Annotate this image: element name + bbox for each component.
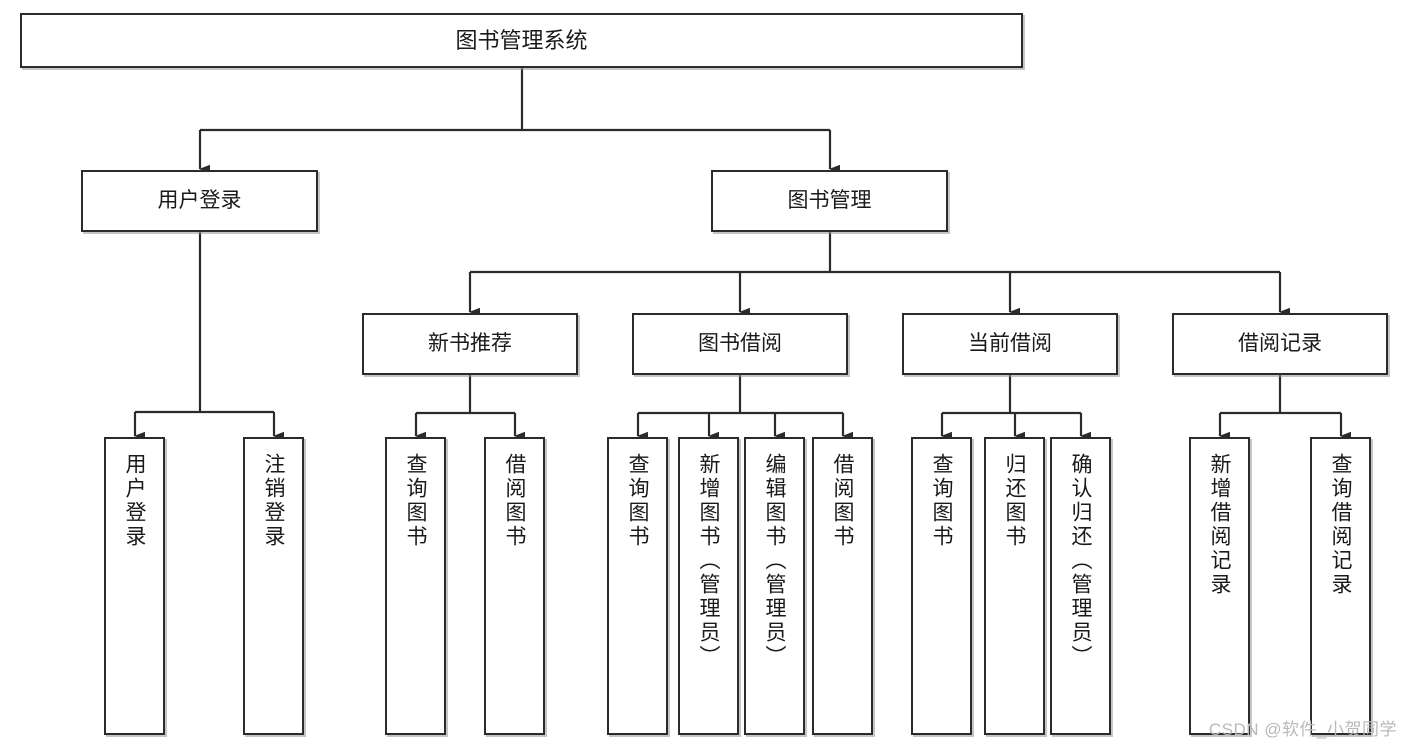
node-l3-new-book-rec[interactable]: 新书推荐 xyxy=(362,313,578,375)
node-leaf-bb-edit[interactable]: 编辑图书（管理员） xyxy=(744,437,805,735)
node-leaf-rec-query[interactable]: 查询图书 xyxy=(385,437,446,735)
node-leaf-user-login[interactable]: 用户登录 xyxy=(104,437,165,735)
node-label: 用户登录 xyxy=(123,453,146,549)
node-leaf-cb-query[interactable]: 查询图书 xyxy=(911,437,972,735)
node-label: 用户登录 xyxy=(157,188,242,212)
node-label: 确认归还（管理员） xyxy=(1069,453,1092,669)
node-l2-user-login[interactable]: 用户登录 xyxy=(81,170,318,232)
node-root[interactable]: 图书管理系统 xyxy=(20,13,1023,68)
node-leaf-rec-borrow[interactable]: 借阅图书 xyxy=(484,437,545,735)
node-leaf-bb-add[interactable]: 新增图书（管理员） xyxy=(678,437,739,735)
node-l3-current-borrow[interactable]: 当前借阅 xyxy=(902,313,1118,375)
connector-lines xyxy=(133,68,1351,441)
node-label: 查询图书 xyxy=(930,453,953,549)
node-leaf-br-query[interactable]: 查询借阅记录 xyxy=(1310,437,1371,735)
node-l3-book-borrow[interactable]: 图书借阅 xyxy=(632,313,848,375)
node-label: 注销登录 xyxy=(262,453,285,549)
watermark-text: CSDN @软件_小贺同学 xyxy=(1208,720,1397,739)
node-label: 查询图书 xyxy=(626,453,649,549)
node-label: 图书借阅 xyxy=(698,331,782,355)
node-leaf-logout[interactable]: 注销登录 xyxy=(243,437,304,735)
node-label: 新增借阅记录 xyxy=(1208,453,1231,597)
node-leaf-bb-borrow[interactable]: 借阅图书 xyxy=(812,437,873,735)
node-label: 借阅图书 xyxy=(831,453,854,549)
node-label: 借阅记录 xyxy=(1238,331,1322,355)
node-label: 当前借阅 xyxy=(968,331,1052,355)
node-label: 查询借阅记录 xyxy=(1329,453,1352,597)
node-label: 借阅图书 xyxy=(503,453,526,549)
node-label: 归还图书 xyxy=(1003,453,1026,549)
node-label: 查询图书 xyxy=(404,453,427,549)
node-label: 新书推荐 xyxy=(428,331,512,355)
node-l2-book-mgmt[interactable]: 图书管理 xyxy=(711,170,948,232)
node-leaf-br-add[interactable]: 新增借阅记录 xyxy=(1189,437,1250,735)
node-l3-borrow-record[interactable]: 借阅记录 xyxy=(1172,313,1388,375)
node-label: 新增图书（管理员） xyxy=(697,453,720,669)
node-leaf-cb-return[interactable]: 归还图书 xyxy=(984,437,1045,735)
node-leaf-bb-query[interactable]: 查询图书 xyxy=(607,437,668,735)
node-label: 图书管理系统 xyxy=(455,27,588,53)
node-leaf-cb-confirm[interactable]: 确认归还（管理员） xyxy=(1050,437,1111,735)
node-label: 编辑图书（管理员） xyxy=(763,453,786,669)
node-label: 图书管理 xyxy=(787,188,872,212)
